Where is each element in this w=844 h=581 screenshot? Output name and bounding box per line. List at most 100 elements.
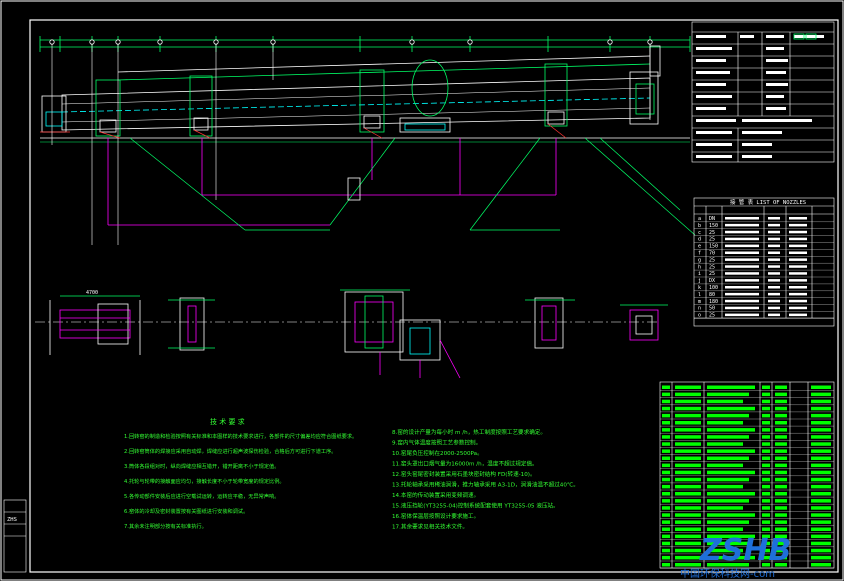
parameter-table-text [696, 35, 824, 158]
mat-qty-bar [762, 399, 770, 404]
mat-no-bar [662, 399, 670, 404]
nozzle-no: d [698, 237, 701, 243]
tech-line: 1.回转窑的制造和检验按照有关标准和本图样的技术要求进行，各部件的尺寸偏差均应符… [124, 432, 357, 440]
mat-no-bar [662, 477, 670, 482]
mat-code-bar [675, 421, 701, 425]
mat-name-bar [707, 428, 755, 432]
nozzle-desc-bar [725, 217, 759, 220]
mat-no-bar [662, 506, 670, 510]
mat-qty-bar [762, 527, 770, 531]
nozzle-use-bar [789, 286, 807, 289]
nozzle-size: 25 [709, 237, 715, 243]
mat-no-bar [662, 442, 670, 446]
tech-line-right: 12.窑头窑尾密封装置采用石墨块密封结构 FD(转速-10)。 [392, 470, 536, 478]
nozzle-desc-bar [725, 306, 759, 310]
mat-material-bar [775, 435, 787, 439]
nozzle-size: 25 [709, 313, 715, 319]
tech-line-right: 14.本窑的传动装置采用变频调速。 [392, 491, 479, 499]
tech-line-right: 10.窑尾负压控制在2000-2500Pa。 [392, 449, 483, 457]
mat-code-bar [675, 392, 701, 397]
watermark-text: ZSHB [699, 533, 791, 568]
mat-material-bar [775, 456, 787, 460]
nozzle-use-bar [789, 258, 807, 261]
mat-code-bar [675, 520, 701, 524]
mat-name-bar [707, 506, 743, 510]
mat-remark-bar [811, 456, 831, 460]
mat-remark-bar [811, 527, 831, 531]
mat-qty-bar [762, 428, 770, 432]
mat-material-bar [775, 428, 787, 432]
mat-code-bar [675, 555, 701, 560]
nozzle-std-bar [768, 223, 780, 227]
nozzle-no: a [698, 216, 701, 222]
tech-line: 7.其余未注明部分按有关标准执行。 [124, 522, 207, 530]
mat-name-bar [707, 421, 743, 425]
nozzle-size: 50 [709, 306, 715, 312]
nozzle-size: 150 [709, 223, 718, 229]
mat-name-bar [707, 513, 755, 517]
mat-code-bar [675, 527, 701, 531]
nozzle-use-bar [789, 237, 807, 241]
nozzle-size: 100 [709, 285, 718, 291]
mat-no-bar [662, 541, 670, 546]
mat-qty-bar [762, 555, 770, 560]
mat-code-bar [675, 548, 701, 553]
mat-name-bar [707, 492, 755, 496]
nozzle-no: f [698, 251, 701, 257]
mat-material-bar [775, 385, 787, 389]
mat-name-bar [707, 449, 755, 453]
mat-material-bar [775, 470, 787, 475]
mat-no-bar [662, 413, 670, 418]
mat-material-bar [775, 392, 787, 397]
nozzle-desc-bar [725, 279, 759, 282]
section-views [35, 289, 668, 379]
nozzle-no: k [698, 285, 701, 291]
mat-qty-bar [762, 563, 770, 567]
nozzle-std-bar [768, 279, 780, 282]
mat-material-bar [775, 421, 787, 425]
mat-material-bar [775, 548, 787, 553]
mat-material-bar [775, 463, 787, 468]
mat-code-bar [675, 435, 701, 439]
nozzle-use-bar [789, 299, 807, 303]
materials-list-rows [660, 385, 834, 569]
mat-no-bar [662, 463, 670, 468]
nozzle-size: 25 [709, 230, 715, 236]
mat-no-bar [662, 548, 670, 553]
mat-no-bar [662, 385, 670, 389]
nozzle-desc-bar [725, 251, 759, 254]
mat-code-bar [675, 484, 701, 489]
mat-qty-bar [762, 392, 770, 397]
mat-remark-bar [811, 421, 831, 425]
mat-code-bar [675, 463, 701, 468]
nozzle-std-bar [768, 299, 780, 303]
mat-remark-bar [811, 428, 831, 432]
mat-name-bar [707, 456, 749, 460]
mat-remark-bar [811, 563, 831, 567]
nozzle-no: m [698, 299, 701, 305]
tech-line-right: 9.窑内气体温度按照工艺参数控制。 [392, 439, 481, 447]
mat-no-bar [662, 435, 670, 439]
mat-qty-bar [762, 492, 770, 496]
mat-qty-bar [762, 541, 770, 546]
tech-line-right: 17.其余要求见相关技术文件。 [392, 523, 468, 531]
mat-name-bar [707, 435, 749, 439]
nozzle-size: 150 [709, 244, 718, 250]
nozzle-size: DX [709, 278, 715, 284]
mat-no-bar [662, 484, 670, 489]
mat-name-bar [707, 541, 749, 546]
mat-no-bar [662, 513, 670, 517]
nozzle-std-bar [768, 251, 780, 254]
kiln-elevation [39, 36, 696, 245]
mat-no-bar [662, 555, 670, 560]
mat-code-bar [675, 399, 701, 404]
mat-name-bar [707, 563, 749, 567]
mat-remark-bar [811, 484, 831, 489]
mat-name-bar [707, 499, 749, 503]
watermark-logo: ZSHB 中国环保科技网-com [680, 533, 791, 580]
nozzle-size: 180 [709, 299, 718, 305]
mat-material-bar [775, 555, 787, 560]
mat-material-bar [775, 520, 787, 524]
nozzle-use-bar [789, 251, 807, 254]
mat-material-bar [775, 534, 787, 539]
